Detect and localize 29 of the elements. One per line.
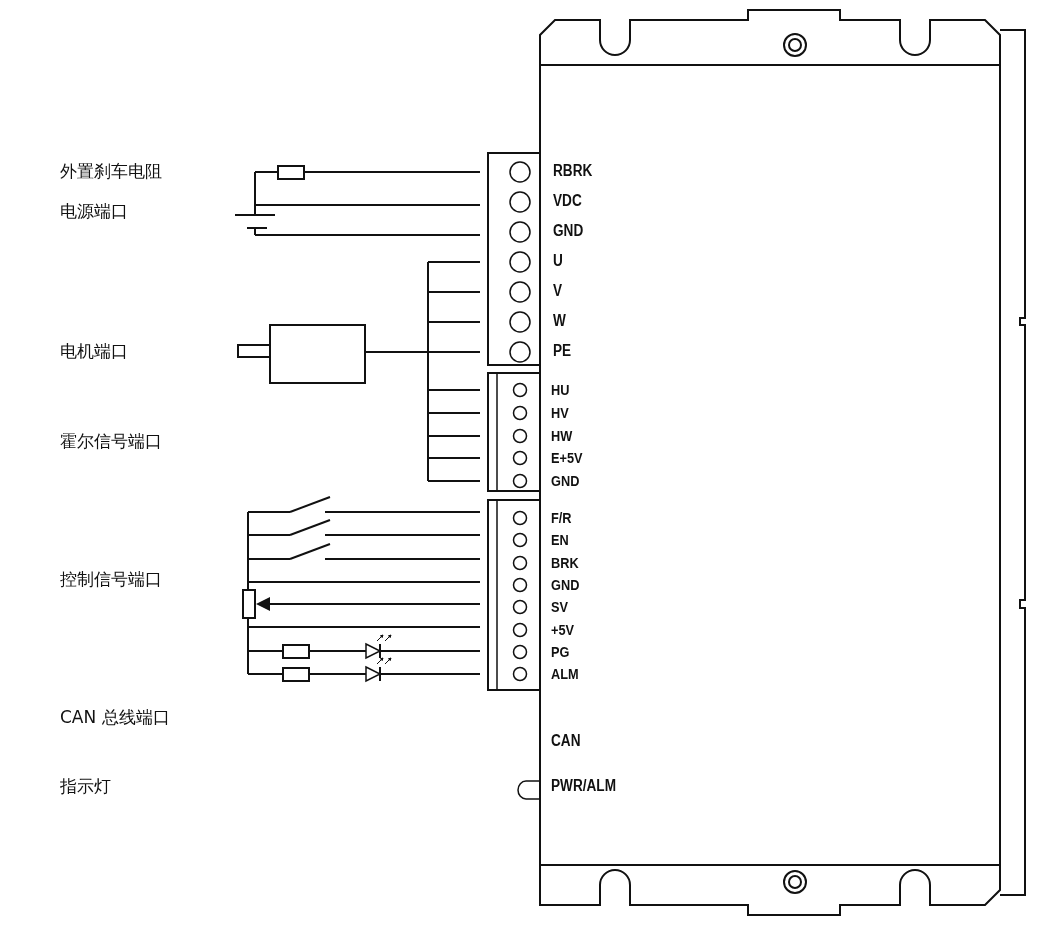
terminal-label: EN [551,532,569,547]
port-label: 控制信号端口 [60,571,162,588]
terminal-label: W [553,313,566,329]
terminal-label: BRK [551,555,579,570]
port-label: 霍尔信号端口 [60,433,162,450]
port-label: 电机端口 [60,343,128,360]
terminal-label: CAN [551,733,581,749]
terminal-label: HU [551,382,570,397]
port-label: CAN 总线端口 [60,709,170,726]
terminal-label: GND [551,473,580,488]
terminal-label: HW [551,428,573,443]
terminal-label: HV [551,405,569,420]
port-label: 指示灯 [60,778,111,795]
terminal-label: RBRK [553,163,593,179]
terminal-label: GND [553,223,584,239]
port-label: 电源端口 [60,203,128,220]
terminal-label: PE [553,343,572,359]
terminal-label: PG [551,644,570,659]
terminal-label: GND [551,577,580,592]
terminal-label: V [553,283,563,299]
terminal-label: ALM [551,666,579,681]
terminal-label: F/R [551,510,572,525]
terminal-label: PWR/ALM [551,778,616,794]
terminal-label: VDC [553,193,582,209]
terminal-label: U [553,253,563,269]
terminal-label: E+5V [551,450,583,465]
terminal-label: +5V [551,622,575,637]
terminal-label: SV [551,599,568,614]
port-label: 外置刹车电阻 [60,163,162,180]
